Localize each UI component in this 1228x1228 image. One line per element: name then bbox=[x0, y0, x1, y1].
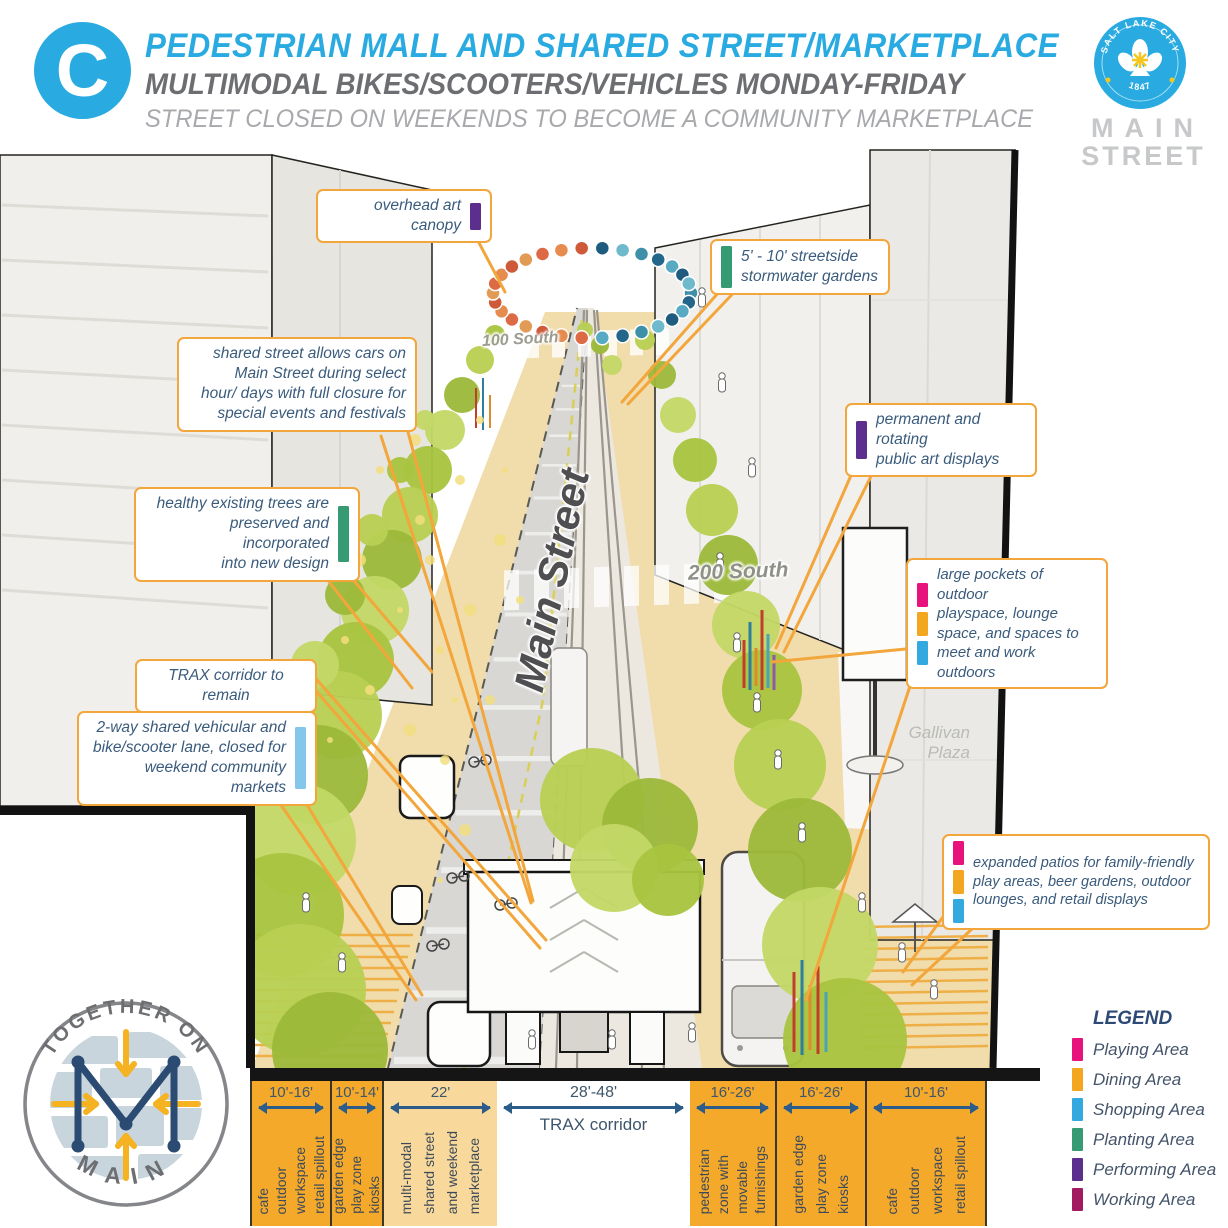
billboard-screen bbox=[841, 526, 909, 682]
dimension-arrow bbox=[503, 1101, 684, 1114]
dimension-arrow bbox=[696, 1101, 769, 1114]
dimension-arrow bbox=[338, 1101, 376, 1114]
planting-swatch bbox=[338, 506, 349, 563]
seal-star-icon bbox=[1132, 52, 1148, 68]
working-area-swatch bbox=[1072, 1188, 1083, 1211]
zone-multimodal-street: 22' multi-modal shared street and weeken… bbox=[382, 1081, 497, 1226]
shopping-area-swatch bbox=[1072, 1098, 1083, 1121]
pedestrians bbox=[302, 287, 938, 1050]
dimension-arrow bbox=[873, 1101, 979, 1114]
legend-label: Planting Area bbox=[1093, 1129, 1195, 1149]
trax-corridor-label: TRAX corridor bbox=[539, 1115, 648, 1134]
legend-title: LEGEND bbox=[1093, 1008, 1173, 1029]
shopping-swatch bbox=[295, 727, 306, 790]
playing-swatch bbox=[953, 841, 964, 865]
callout-two-way-lane: 2-way shared vehicular and bike/scooter … bbox=[77, 711, 317, 806]
callout-overhead-art-canopy: overhead art canopy bbox=[316, 189, 492, 244]
callout-text: overhead art canopy bbox=[373, 197, 461, 235]
performing-area-swatch bbox=[1072, 1158, 1083, 1181]
seal-year-text: 1847 bbox=[1128, 80, 1152, 92]
callout-text: expanded patios for family-friendly play… bbox=[973, 854, 1194, 909]
legend: LEGEND Playing Area Dining Area Shopping… bbox=[1072, 1008, 1224, 1218]
dining-area-swatch bbox=[1072, 1068, 1083, 1091]
playing-swatch bbox=[917, 582, 928, 607]
dimension-label: 16'-26' bbox=[710, 1084, 755, 1101]
zone-cafe-west: 10'-16' cafe outdoor workspace retail sp… bbox=[250, 1081, 330, 1226]
playing-area-swatch bbox=[1072, 1038, 1083, 1061]
zone-pedestrian-east: 16'-26' pedestrian zone with movable fur… bbox=[690, 1081, 775, 1226]
main-street-wordmark: MAIN STREET bbox=[1078, 114, 1206, 171]
legend-label: Shopping Area bbox=[1093, 1099, 1205, 1119]
dimension-label: 22' bbox=[430, 1084, 451, 1101]
legend-item: Playing Area bbox=[1072, 1038, 1224, 1061]
section-bar-divider bbox=[250, 1068, 1040, 1081]
shopping-swatch bbox=[917, 640, 928, 665]
art-canopy-dots bbox=[485, 240, 699, 346]
option-badge: C bbox=[34, 22, 131, 119]
swatch-column bbox=[917, 582, 928, 665]
zone-cafe-east: 10'-16' cafe outdoor workspace retail sp… bbox=[865, 1081, 987, 1226]
wordmark-main: MAIN bbox=[1091, 113, 1204, 143]
callout-leader-lines bbox=[270, 220, 990, 1002]
legend-item: Planting Area bbox=[1072, 1128, 1224, 1151]
planting-area-swatch bbox=[1072, 1128, 1083, 1151]
shopping-swatch bbox=[953, 899, 964, 923]
callout-text: 5' - 10' streetside stormwater gardens bbox=[741, 247, 878, 285]
swatch-column bbox=[953, 841, 964, 923]
zone-garden-west: 10'-14' garden edge play zone kiosks bbox=[330, 1081, 382, 1226]
dimension-arrow bbox=[258, 1101, 324, 1114]
performing-swatch bbox=[856, 421, 867, 460]
wordmark-street: STREET bbox=[1081, 141, 1206, 172]
dimension-label: 10'-16' bbox=[268, 1084, 314, 1101]
callout-expanded-patios: expanded patios for family-friendly play… bbox=[942, 834, 1210, 930]
dimension-arrow bbox=[783, 1101, 859, 1114]
dimension-label: 10'-16' bbox=[903, 1084, 949, 1101]
callout-text: large pockets of outdoor playspace, loun… bbox=[937, 566, 1079, 681]
tree-canopy bbox=[220, 322, 907, 1068]
dimension-arrow bbox=[390, 1101, 491, 1114]
dimension-label: 28'-48' bbox=[569, 1084, 618, 1101]
performing-swatch bbox=[470, 202, 481, 230]
legend-label: Performing Area bbox=[1093, 1159, 1217, 1179]
svg-text:1847: 1847 bbox=[1128, 80, 1153, 92]
callout-trax-corridor: TRAX corridor to remain bbox=[135, 659, 317, 714]
legend-label: Working Area bbox=[1093, 1189, 1196, 1209]
zone-trax-corridor: 28'-48' TRAX corridor bbox=[497, 1081, 690, 1226]
slc-seal-logo: SALT LAKE CITY 1847 bbox=[1094, 17, 1186, 109]
zone-garden-east: 16'-26' garden edge play zone kiosks bbox=[775, 1081, 865, 1226]
label-gallivan-plaza: Gallivan Plaza bbox=[908, 723, 970, 762]
callout-text: shared street allows cars on Main Street… bbox=[200, 345, 406, 423]
legend-item: Working Area bbox=[1072, 1188, 1224, 1211]
together-on-main-logo: TOGETHER ON MAIN bbox=[23, 996, 229, 1207]
callout-outdoor-pockets: large pockets of outdoor playspace, loun… bbox=[906, 558, 1108, 689]
dimension-label: 10'-14' bbox=[334, 1084, 380, 1101]
art-installation-sticks bbox=[475, 378, 828, 1055]
callout-healthy-trees: healthy existing trees are preserved and… bbox=[134, 487, 360, 582]
dimension-label: 16'-26' bbox=[798, 1084, 844, 1101]
callout-text: permanent and rotating public art displa… bbox=[876, 411, 1000, 469]
logo-m-icon bbox=[74, 1058, 178, 1150]
scene bbox=[0, 148, 1016, 1068]
callout-shared-street: shared street allows cars on Main Street… bbox=[177, 337, 417, 432]
callout-public-art: permanent and rotating public art displa… bbox=[845, 403, 1037, 478]
callout-text: TRAX corridor to remain bbox=[168, 667, 284, 705]
street-label-200-south: 200 South bbox=[687, 558, 789, 585]
page-title: PEDESTRIAN MALL AND SHARED STREET/MARKET… bbox=[145, 27, 1059, 65]
legend-item: Shopping Area bbox=[1072, 1098, 1224, 1121]
legend-label: Dining Area bbox=[1093, 1069, 1182, 1089]
cyclists bbox=[426, 754, 518, 952]
callout-text: healthy existing trees are preserved and… bbox=[156, 495, 329, 573]
legend-item: Performing Area bbox=[1072, 1158, 1224, 1181]
string-lights bbox=[327, 416, 524, 883]
page-subtitle: MULTIMODAL BIKES/SCOOTERS/VEHICLES MONDA… bbox=[145, 68, 965, 101]
page-tagline: STREET CLOSED ON WEEKENDS TO BECOME A CO… bbox=[145, 105, 1034, 133]
legend-item: Dining Area bbox=[1072, 1068, 1224, 1091]
legend-label: Playing Area bbox=[1093, 1039, 1189, 1059]
planting-swatch bbox=[721, 246, 732, 288]
callout-text: 2-way shared vehicular and bike/scooter … bbox=[93, 719, 286, 797]
callout-stormwater-gardens: 5' - 10' streetside stormwater gardens bbox=[710, 239, 890, 295]
dining-swatch bbox=[917, 611, 928, 636]
dining-swatch bbox=[953, 870, 964, 894]
